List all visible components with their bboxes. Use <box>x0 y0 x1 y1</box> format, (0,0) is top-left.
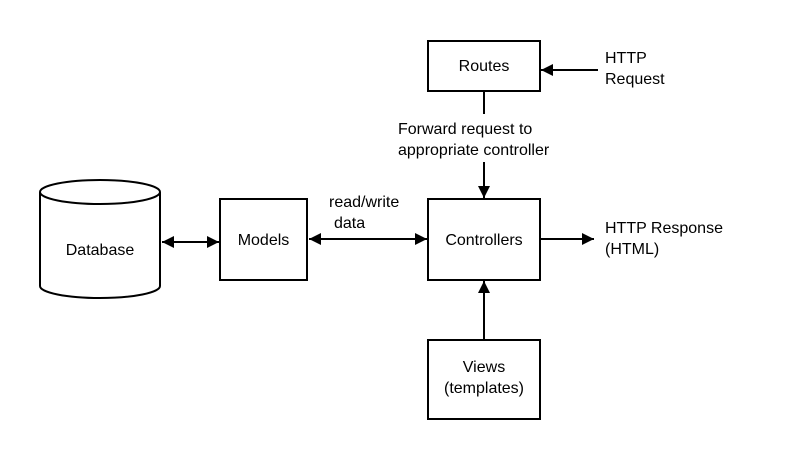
views-box <box>427 339 541 420</box>
read-write-line1: read/write <box>329 194 399 211</box>
http-request-line1: HTTP <box>605 50 647 67</box>
models-node: Models <box>219 198 308 281</box>
routes-node: Routes <box>427 40 541 92</box>
routes-label: Routes <box>459 58 510 75</box>
database-label: Database <box>66 242 135 259</box>
read-write-data-label: read/write data <box>329 194 399 232</box>
http-response-label: HTTP Response (HTML) <box>605 220 723 258</box>
controllers-label: Controllers <box>445 232 522 249</box>
read-write-line2: data <box>334 215 365 232</box>
database-node: Database <box>39 179 161 299</box>
http-request-label: HTTP Request <box>605 50 665 88</box>
database-cylinder-body <box>39 192 161 299</box>
views-node: Views (templates) <box>427 339 541 420</box>
http-request-line2: Request <box>605 71 665 88</box>
controllers-box <box>427 198 541 281</box>
views-label-line2: (templates) <box>444 380 524 397</box>
forward-request-line1: Forward request to <box>398 121 532 138</box>
http-response-line1: HTTP Response <box>605 220 723 237</box>
controllers-node: Controllers <box>427 198 541 281</box>
routes-box <box>427 40 541 92</box>
models-label: Models <box>238 232 290 249</box>
models-box <box>219 198 308 281</box>
forward-request-line2: appropriate controller <box>398 142 550 159</box>
views-label-line1: Views <box>463 359 505 376</box>
database-cylinder-top <box>39 179 161 205</box>
forward-request-label: Forward request to appropriate controlle… <box>398 121 550 159</box>
http-response-line2: (HTML) <box>605 241 659 258</box>
